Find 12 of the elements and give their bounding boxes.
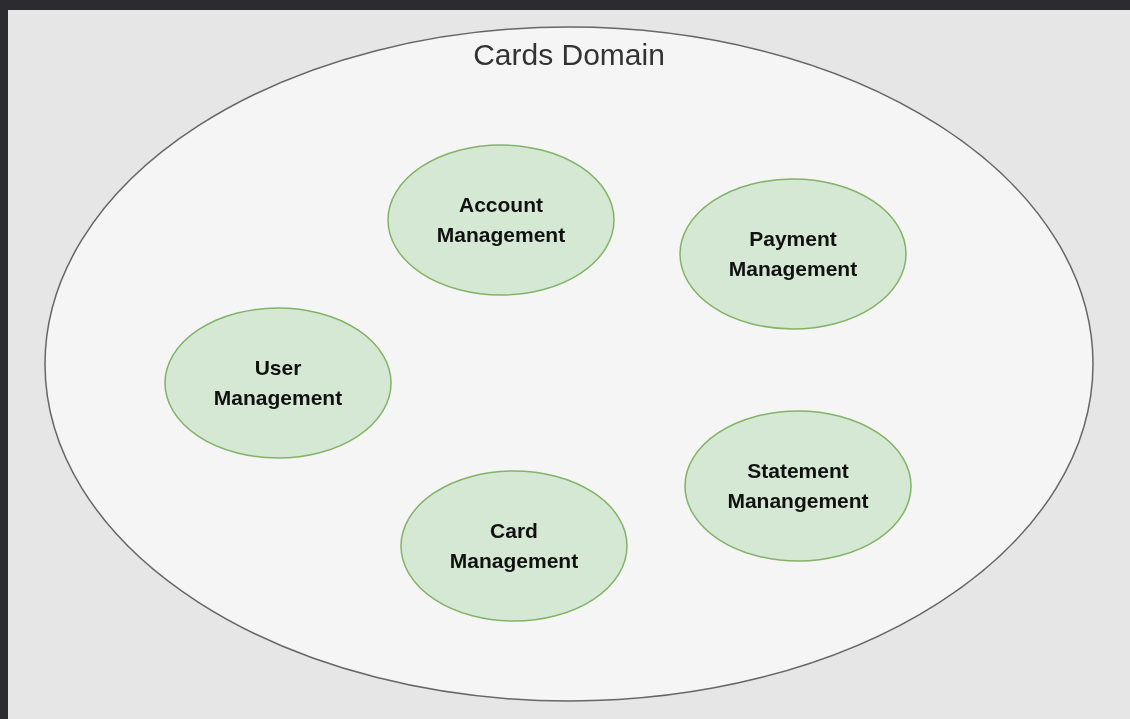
module-label: Card Management xyxy=(448,518,580,574)
domain-title: Cards Domain xyxy=(473,38,665,72)
module-ellipse xyxy=(684,410,912,562)
module-label: Statement Manangement xyxy=(726,458,870,514)
module-ellipse xyxy=(387,144,615,296)
domain-ellipse xyxy=(44,26,1094,702)
module-ellipse xyxy=(400,470,628,622)
module-label: User Management xyxy=(212,355,344,411)
module-ellipse xyxy=(164,307,392,459)
module-label: Account Management xyxy=(435,192,567,248)
module-ellipse xyxy=(679,178,907,330)
module-label: Payment Management xyxy=(727,226,859,282)
